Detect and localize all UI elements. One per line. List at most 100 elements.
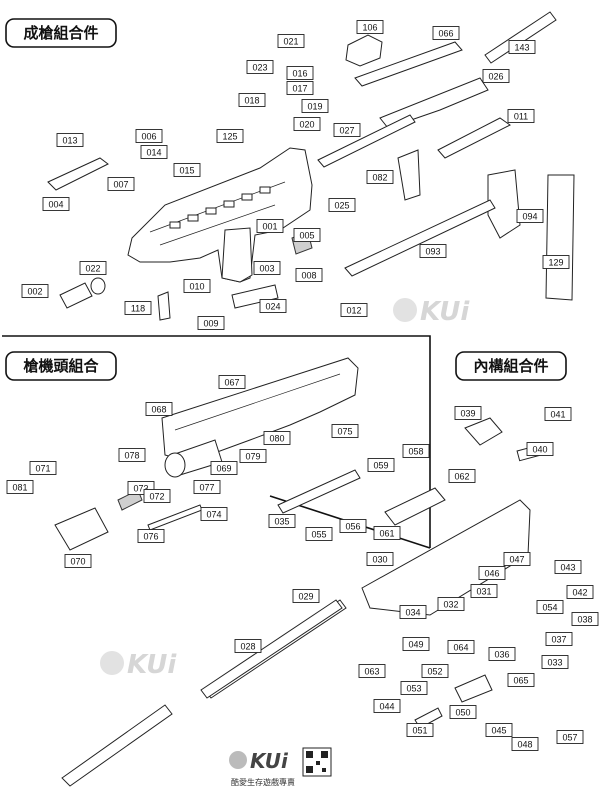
trigger-082-part (397, 149, 421, 201)
part-number: 033 (547, 658, 562, 668)
part-number: 064 (453, 643, 468, 653)
part-number: 039 (460, 409, 475, 419)
part-number: 063 (364, 667, 379, 677)
part-number: 061 (379, 529, 394, 539)
part-label-129: 129 (542, 255, 570, 269)
part-label-029: 029 (292, 589, 320, 603)
part-number: 072 (149, 492, 164, 502)
svg-text:槍機頭組合: 槍機頭組合 (22, 357, 99, 375)
part-label-041: 041 (544, 407, 572, 421)
part-label-125: 125 (216, 129, 244, 143)
part-label-065: 065 (507, 673, 535, 687)
plate-035-part (277, 469, 361, 514)
part-label-053: 053 (400, 681, 428, 695)
part-label-143: 143 (508, 40, 536, 54)
part-number: 058 (408, 447, 423, 457)
part-label-080: 080 (263, 431, 291, 445)
part-number: 082 (372, 173, 387, 183)
section-divider (2, 335, 431, 548)
part-label-027: 027 (333, 123, 361, 137)
part-number: 009 (203, 319, 218, 329)
part-label-068: 068 (145, 402, 173, 416)
part-label-061: 061 (373, 526, 401, 540)
flash-hider-part (59, 282, 93, 309)
section-title-upper: 槍機頭組合 (5, 351, 117, 381)
part-number: 041 (550, 410, 565, 420)
rail-093-part (344, 199, 496, 277)
part-label-052: 052 (421, 664, 449, 678)
part-label-079: 079 (239, 449, 267, 463)
part-number: 056 (345, 522, 360, 532)
part-number: 093 (425, 247, 440, 257)
part-number: 071 (35, 464, 50, 474)
part-number: 046 (484, 569, 499, 579)
part-number: 040 (532, 445, 547, 455)
part-label-077: 077 (193, 480, 221, 494)
part-number: 001 (262, 222, 277, 232)
part-label-106: 106 (356, 20, 384, 34)
part-label-035: 035 (268, 514, 296, 528)
part-number: 003 (259, 264, 274, 274)
part-number: 023 (252, 63, 267, 73)
part-label-054: 054 (536, 600, 564, 614)
section-title-complete: 成槍組合件 (5, 18, 117, 48)
svg-text:KUi: KUi (250, 749, 289, 773)
part-label-046: 046 (478, 566, 506, 580)
part-number: 055 (311, 530, 326, 540)
stock-011-part (437, 117, 511, 159)
part-label-007: 007 (107, 177, 135, 191)
svg-text:KUi: KUi (420, 297, 470, 327)
part-number: 038 (577, 615, 592, 625)
upper-026-part (379, 77, 489, 129)
part-number: 059 (373, 461, 388, 471)
part-label-008: 008 (295, 268, 323, 282)
part-number: 074 (206, 510, 221, 520)
part-number: 057 (562, 733, 577, 743)
part-label-036: 036 (488, 647, 516, 661)
part-label-017: 017 (286, 81, 314, 95)
part-number: 020 (299, 120, 314, 130)
part-number: 077 (199, 483, 214, 493)
part-label-013: 013 (56, 133, 84, 147)
part-number: 016 (292, 69, 307, 79)
svg-text:酷愛生存遊戲專賣: 酷愛生存遊戲專賣 (231, 777, 295, 787)
nozzle-070-part (54, 507, 109, 551)
part-number: 006 (141, 132, 156, 142)
part-label-093: 093 (419, 244, 447, 258)
part-number: 021 (283, 37, 298, 47)
part-label-048: 048 (511, 737, 539, 751)
part-label-058: 058 (402, 444, 430, 458)
part-number: 022 (85, 264, 100, 274)
part-label-022: 022 (79, 261, 107, 275)
part-label-003: 003 (253, 261, 281, 275)
part-label-031: 031 (470, 584, 498, 598)
gearbox-061-part (384, 487, 446, 526)
part-label-040: 040 (526, 442, 554, 456)
part-number: 073 (133, 484, 148, 494)
part-label-082: 082 (366, 170, 394, 184)
svg-text:成槍組合件: 成槍組合件 (23, 24, 98, 42)
part-number: 066 (438, 29, 453, 39)
part-label-016: 016 (286, 66, 314, 80)
part-number: 075 (337, 427, 352, 437)
part-label-034: 034 (399, 605, 427, 619)
part-number: 053 (406, 684, 421, 694)
part-number: 004 (48, 200, 63, 210)
magazine-129-part (545, 174, 575, 301)
part-number: 029 (298, 592, 313, 602)
part-number: 129 (548, 258, 563, 268)
part-label-037: 037 (545, 632, 573, 646)
part-number: 037 (551, 635, 566, 645)
svg-text:內構組合件: 內構組合件 (473, 357, 548, 375)
part-number: 094 (522, 212, 537, 222)
rail-004-part (47, 157, 109, 191)
part-number: 034 (405, 608, 420, 618)
part-label-051: 051 (406, 723, 434, 737)
part-label-010: 010 (183, 279, 211, 293)
part-label-001: 001 (256, 219, 284, 233)
receiver-body-part (127, 147, 313, 283)
part-label-057: 057 (556, 730, 584, 744)
part-number: 010 (189, 282, 204, 292)
barrel-nut-part (90, 277, 106, 295)
part-label-030: 030 (366, 552, 394, 566)
